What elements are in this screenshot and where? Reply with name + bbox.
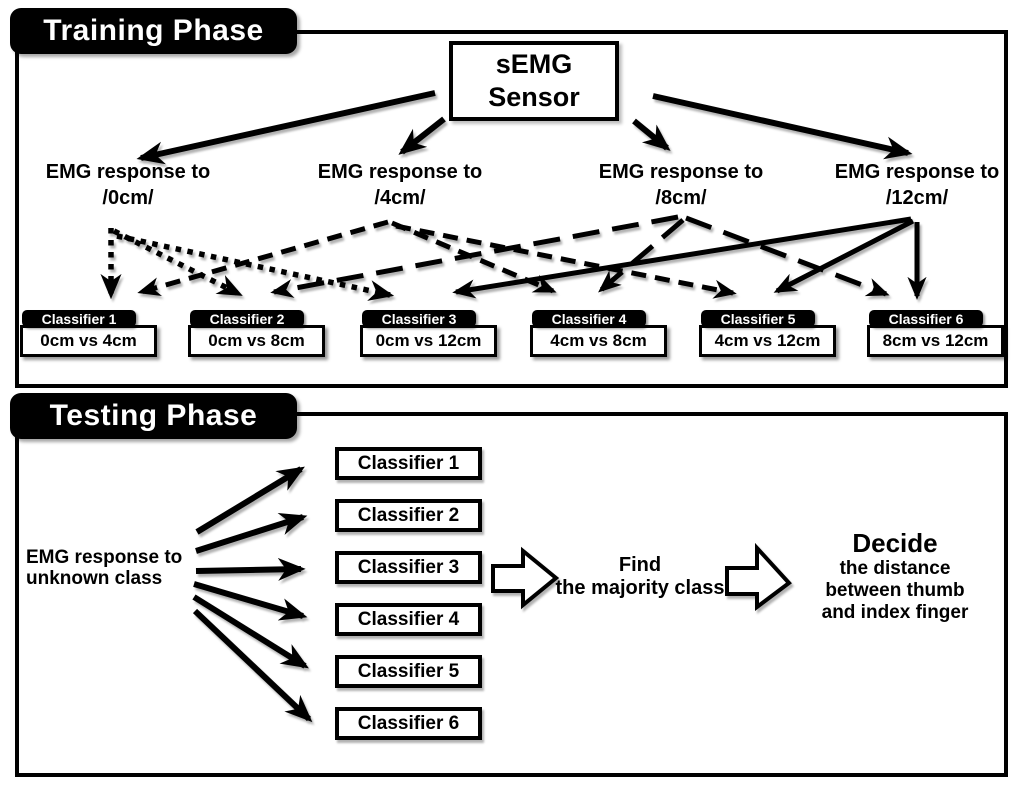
edge-response-8cm-to-classifier-4 [598,218,685,293]
edge-response-12cm-to-classifier-3 [452,216,912,299]
edge-response-8cm-to-classifier-2 [270,214,679,298]
edge-semg-sensor-to-response-12cm [652,93,913,160]
test-classifier-box-4: Classifier 4 [335,603,482,636]
test-classifier-box-6: Classifier 6 [335,707,482,740]
training-classifier-unit-6: Classifier 6 8cm vs 12cm [867,310,1004,357]
training-classifier-unit-5: Classifier 5 4cm vs 12cm [699,310,836,357]
classifier-pair-box: 4cm vs 8cm [530,325,667,357]
sensor-line2: Sensor [488,82,580,112]
training-classifier-unit-2: Classifier 2 0cm vs 8cm [188,310,325,357]
training-classifier-unit-1: Classifier 1 0cm vs 4cm [20,310,157,357]
sensor-line1: sEMG [495,49,573,79]
classifier-name-tab: Classifier 3 [362,310,476,327]
semg-sensor-box: sEMG Sensor [449,41,619,121]
edge-response-8cm-to-classifier-6 [685,215,890,297]
edge-response-4cm-to-classifier-1 [137,219,389,296]
classifier-pair-box: 0cm vs 4cm [20,325,157,357]
edge-unknown-input-to-test-classifier-2 [195,513,308,554]
training-classifier-unit-4: Classifier 4 4cm vs 8cm [530,310,667,357]
classifier-pair-box: 8cm vs 12cm [867,325,1004,357]
edge-semg-sensor-to-response-4cm [398,116,446,155]
training-phase-title: Training Phase [43,14,264,47]
classifier-name-tab: Classifier 2 [190,310,304,327]
response-label-0cm: EMG response to /0cm/ [45,161,211,209]
testing-phase-title: Testing Phase [49,399,258,432]
edge-response-12cm-to-classifier-5 [773,218,915,294]
testing-panel [15,412,1008,777]
classifier-name-tab: Classifier 1 [22,310,136,327]
block-arrow-find [491,546,560,610]
edge-semg-sensor-to-response-8cm [632,118,671,151]
response-label-4cm: EMG response to /4cm/ [317,161,483,209]
classifier-pair-box: 0cm vs 12cm [360,325,497,357]
test-classifier-box-1: Classifier 1 [335,447,482,480]
edge-unknown-input-to-test-classifier-3 [195,557,306,581]
response-label-12cm: EMG response to /12cm/ [834,161,1000,209]
test-classifier-box-2: Classifier 2 [335,499,482,532]
classifier-pair-box: 0cm vs 8cm [188,325,325,357]
classifier-name-tab: Classifier 5 [701,310,815,327]
classifier-pair-box: 4cm vs 12cm [699,325,836,357]
training-phase-header: Training Phase [10,8,297,54]
edge-unknown-input-to-test-classifier-5 [192,594,309,669]
testing-phase-header: Testing Phase [10,393,297,439]
training-classifier-unit-3: Classifier 3 0cm vs 12cm [360,310,497,357]
classifier-name-tab: Classifier 4 [532,310,646,327]
classifier-name-tab: Classifier 6 [869,310,983,327]
edge-unknown-input-to-test-classifier-1 [195,466,305,535]
block-arrow-decide [725,542,792,611]
edge-response-0cm-to-classifier-3 [116,233,395,301]
test-classifier-box-3: Classifier 3 [335,551,482,584]
edge-unknown-input-to-test-classifier-4 [193,581,308,621]
decide-label: Decide the distance between thumb and in… [795,528,995,624]
decide-title: Decide [852,528,938,558]
edge-response-4cm-to-classifier-5 [395,223,737,299]
unknown-input-label: EMG response to unknown class [26,547,183,589]
test-classifier-box-5: Classifier 5 [335,655,482,688]
response-label-8cm: EMG response to /8cm/ [598,161,764,209]
find-majority-label: Find the majority class [555,554,725,599]
edge-unknown-input-to-test-classifier-6 [192,608,313,723]
edge-semg-sensor-to-response-0cm [136,90,436,165]
